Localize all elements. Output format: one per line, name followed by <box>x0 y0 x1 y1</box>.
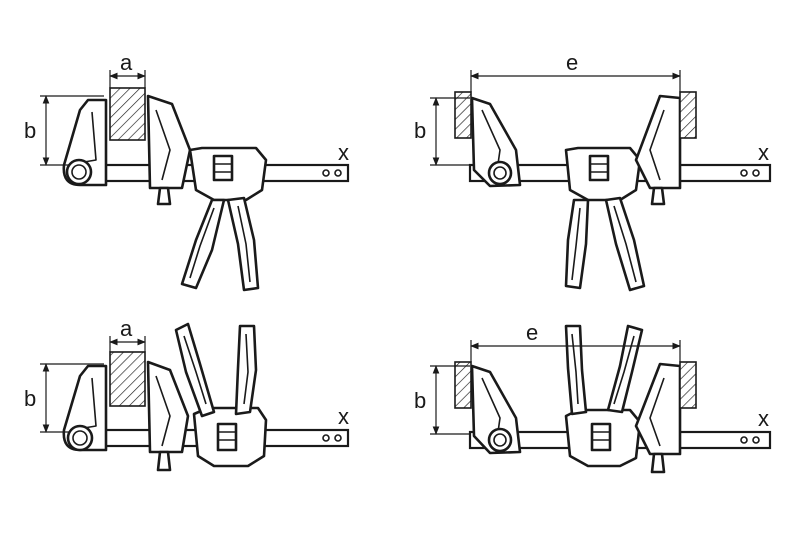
handle-grip-rib <box>183 335 207 405</box>
workpiece-right <box>679 361 697 409</box>
jaw-release-knob <box>487 160 513 186</box>
trigger-grip-rib <box>613 205 637 283</box>
bar-hole <box>752 169 760 177</box>
jaw-release-knob-inner <box>493 166 507 180</box>
workpiece-left <box>454 361 472 409</box>
jaw-release-knob-inner <box>493 433 507 447</box>
handle-grip <box>180 198 226 290</box>
workpiece-left <box>454 91 472 139</box>
panel-spread-open: e b x <box>414 320 772 474</box>
movable-jaw-rib <box>649 109 665 181</box>
bar-length-label: x <box>758 406 769 431</box>
movable-jaw-rib <box>155 109 171 181</box>
jaw-foot <box>156 186 172 206</box>
bar-hole <box>740 436 748 444</box>
dimension-a-label: a <box>120 316 133 341</box>
bar-length-label: x <box>758 140 769 165</box>
movable-jaw <box>634 362 682 456</box>
dimension-a-label: a <box>120 50 133 75</box>
handle-window <box>216 422 238 452</box>
handle-window <box>212 154 234 182</box>
dimension-b-label: b <box>24 386 36 411</box>
bar-hole <box>322 169 330 177</box>
handle-grip-rib <box>571 207 581 281</box>
dimension-e-label: e <box>566 50 578 75</box>
jaw-release-knob <box>487 427 513 453</box>
trigger-grip <box>234 324 258 416</box>
workpiece <box>109 351 146 407</box>
bar-hole <box>752 436 760 444</box>
movable-jaw <box>146 94 192 190</box>
movable-jaw <box>146 360 190 454</box>
fixed-jaw-rib <box>83 377 97 429</box>
bar-hole <box>334 169 342 177</box>
jaw-foot <box>156 450 172 472</box>
workpiece <box>109 87 146 141</box>
movable-jaw-rib <box>155 375 171 447</box>
jaw-release-knob-inner <box>71 164 87 180</box>
bar-length-label: x <box>338 140 349 165</box>
trigger-grip <box>604 196 646 292</box>
jaw-release-knob <box>66 424 94 452</box>
bar-hole <box>740 169 748 177</box>
panel-clamp-open: a b x <box>24 316 350 472</box>
jaw-release-knob <box>65 158 93 186</box>
dimension-b-label: b <box>414 118 426 143</box>
movable-jaw-rib <box>649 377 665 447</box>
dimension-e-label: e <box>526 320 538 345</box>
jaw-foot <box>650 452 666 474</box>
movable-jaw <box>634 94 682 190</box>
workpiece-right <box>679 91 697 139</box>
fixed-jaw-rib <box>83 111 97 163</box>
trigger-grip-rib <box>243 333 249 405</box>
bar-length-label: x <box>338 404 349 429</box>
panel-spread-closed: e b x <box>414 50 772 292</box>
jaw-foot <box>650 186 666 206</box>
bar-hole <box>334 434 342 442</box>
trigger-grip <box>226 196 260 292</box>
dimension-b-label: b <box>414 388 426 413</box>
jaw-release-knob-inner <box>72 430 88 446</box>
dimension-b-label: b <box>24 118 36 143</box>
handle-window <box>590 422 612 452</box>
panel-clamp-closed: a b x <box>24 50 350 292</box>
bar-hole <box>322 434 330 442</box>
trigger-grip-rib <box>237 205 251 283</box>
handle-grip-rib <box>189 207 215 279</box>
handle-window <box>588 154 610 182</box>
